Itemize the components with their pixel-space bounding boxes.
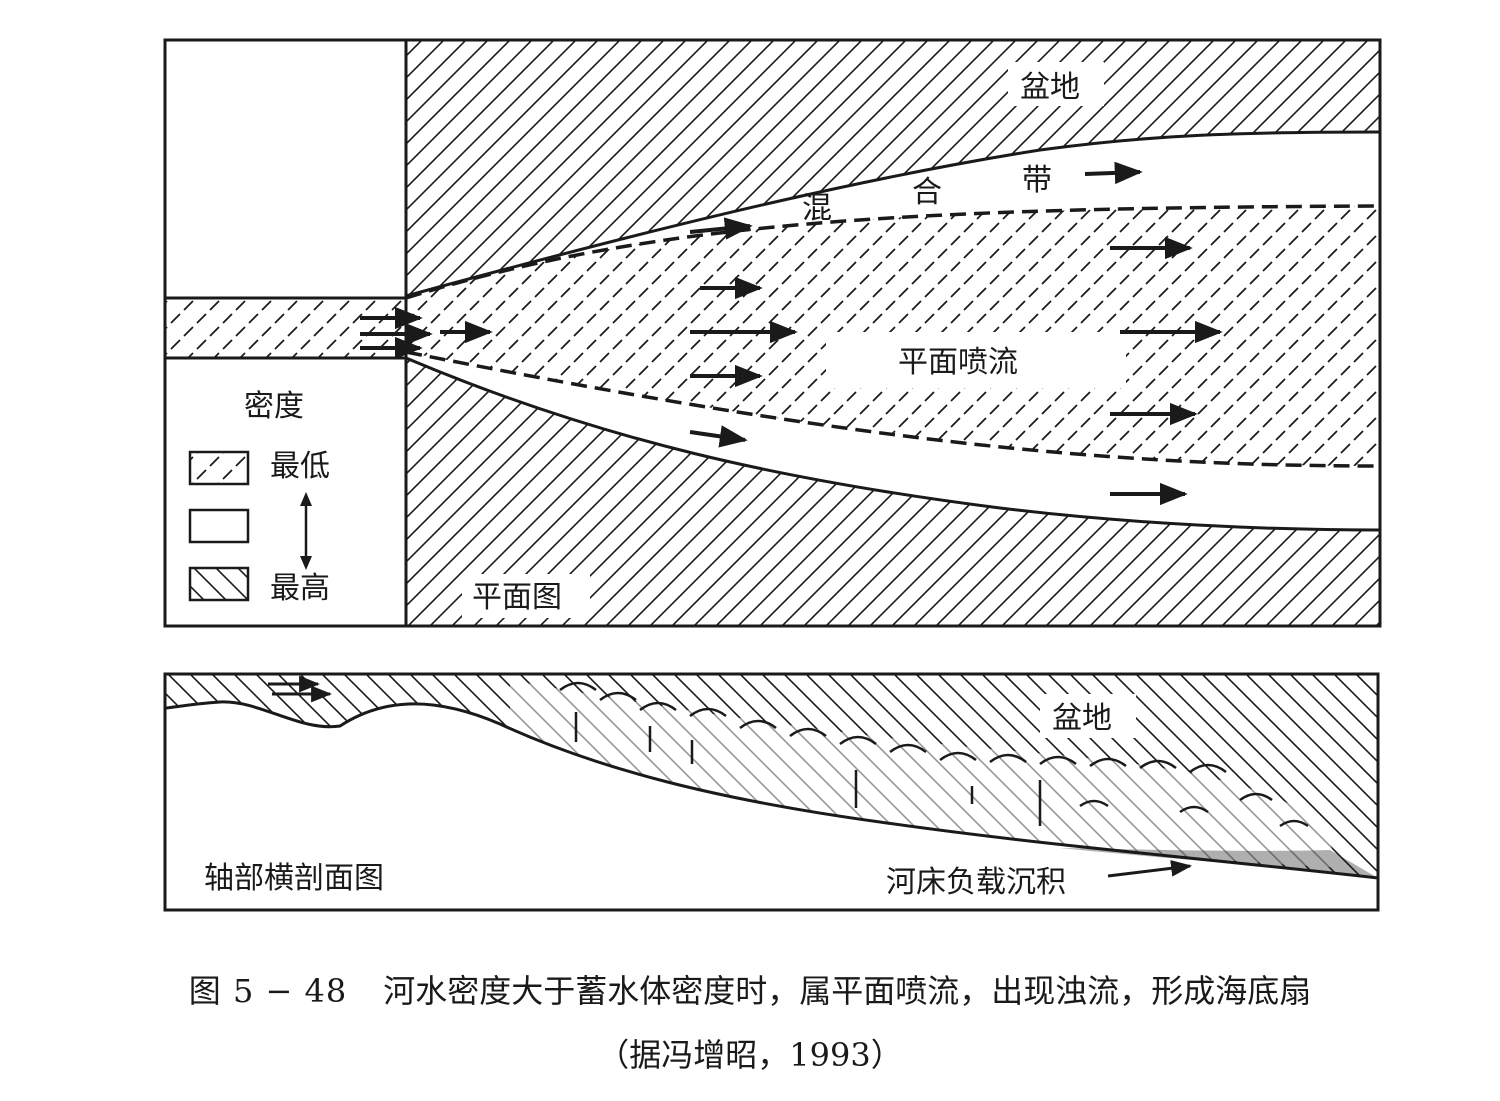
density-legend: 密度 最低 最高 bbox=[188, 389, 330, 606]
turbidity-swirl bbox=[939, 751, 977, 762]
turbidity-swirl bbox=[1179, 805, 1209, 814]
figure-caption: 图 5 − 48 河水密度大于蓄水体密度时，属平面喷流，出现浊流，形成海底扇 bbox=[0, 966, 1500, 1012]
bedload-label: 河床负载沉积 bbox=[886, 865, 1066, 900]
turbidity-swirl bbox=[559, 681, 597, 692]
legend-arrow-down-head bbox=[300, 556, 312, 570]
figure-diagram: 盆地 混 合 带 平面喷流 平面图 密度 最低 最高 bbox=[163, 38, 1382, 912]
legend-lowest-label: 最低 bbox=[270, 449, 330, 484]
turbidity-swirls bbox=[559, 681, 1309, 828]
plan-view-label: 平面图 bbox=[472, 580, 562, 615]
bed-profile bbox=[164, 700, 1379, 880]
lower-basin-boundary bbox=[405, 356, 1381, 532]
mixing-zone-char-1: 混 bbox=[802, 191, 832, 226]
legend-swatch-middle bbox=[188, 508, 250, 544]
turbidity-swirl bbox=[839, 735, 877, 746]
turbidity-swirl bbox=[1239, 792, 1273, 802]
figure-source: （据冯增昭，1993） bbox=[597, 1036, 903, 1074]
legend-highest-label: 最高 bbox=[270, 571, 330, 606]
plan-basin-label: 盆地 bbox=[1020, 70, 1080, 105]
jet-label-background bbox=[826, 332, 1126, 388]
mixing-zone-char-2: 合 bbox=[912, 175, 942, 210]
turbidity-swirl bbox=[639, 701, 677, 712]
section-view-label: 轴部横剖面图 bbox=[204, 861, 384, 896]
vertical-flow-ticks bbox=[574, 712, 1042, 826]
legend-swatch-lowest bbox=[188, 450, 250, 486]
section-basin-label-background bbox=[1040, 694, 1136, 738]
bedload-deposit bbox=[1060, 848, 1378, 878]
flow-arrow bbox=[1084, 161, 1143, 185]
mixing-zone-char-3: 带 bbox=[1022, 163, 1052, 198]
plan-view-panel: 盆地 混 合 带 平面喷流 平面图 bbox=[163, 38, 1382, 628]
upper-basin-boundary bbox=[405, 130, 1381, 298]
flow-arrows bbox=[360, 161, 1223, 506]
turbidity-swirl bbox=[689, 707, 727, 718]
turbidity-swirl bbox=[599, 691, 637, 702]
figure-caption-text: 河水密度大于蓄水体密度时，属平面喷流，出现浊流，形成海底扇 bbox=[383, 972, 1312, 1010]
flow-arrow bbox=[689, 425, 748, 448]
turbidity-swirl bbox=[1279, 819, 1309, 828]
jet-upper-boundary bbox=[405, 204, 1381, 300]
figure-number: 图 5 − 48 bbox=[188, 972, 348, 1010]
legend-swatch-highest bbox=[188, 566, 250, 602]
turbidity-current-zone bbox=[510, 680, 1340, 868]
plane-jet-label: 平面喷流 bbox=[898, 345, 1018, 380]
turbidity-swirl bbox=[1039, 755, 1077, 766]
section-basin-label: 盆地 bbox=[1052, 701, 1112, 736]
lower-basin-region bbox=[406, 358, 1380, 626]
basin-label-background bbox=[1008, 62, 1104, 106]
flow-arrow bbox=[689, 217, 753, 240]
legend-title: 密度 bbox=[244, 389, 304, 424]
section-view-panel: 盆地 轴部横剖面图 河床负载沉积 bbox=[163, 672, 1380, 912]
turbidity-swirl bbox=[1079, 799, 1109, 808]
legend-arrow-up-head bbox=[300, 492, 312, 506]
section-inflow-arrows bbox=[268, 675, 333, 703]
turbidity-swirl bbox=[789, 727, 827, 738]
plan-view-label-background bbox=[462, 574, 590, 618]
plan-frame bbox=[163, 38, 1382, 628]
bedload-pointer-arrow bbox=[1107, 859, 1193, 878]
section-frame bbox=[163, 672, 1380, 912]
turbidity-swirl bbox=[889, 743, 927, 754]
turbidity-swirl bbox=[739, 719, 777, 730]
turbidity-swirl bbox=[989, 753, 1027, 764]
turbidity-swirl bbox=[1089, 757, 1127, 768]
turbidity-swirl bbox=[1189, 763, 1227, 774]
turbidity-swirl bbox=[1139, 759, 1177, 770]
jet-lower-boundary bbox=[405, 350, 1381, 468]
